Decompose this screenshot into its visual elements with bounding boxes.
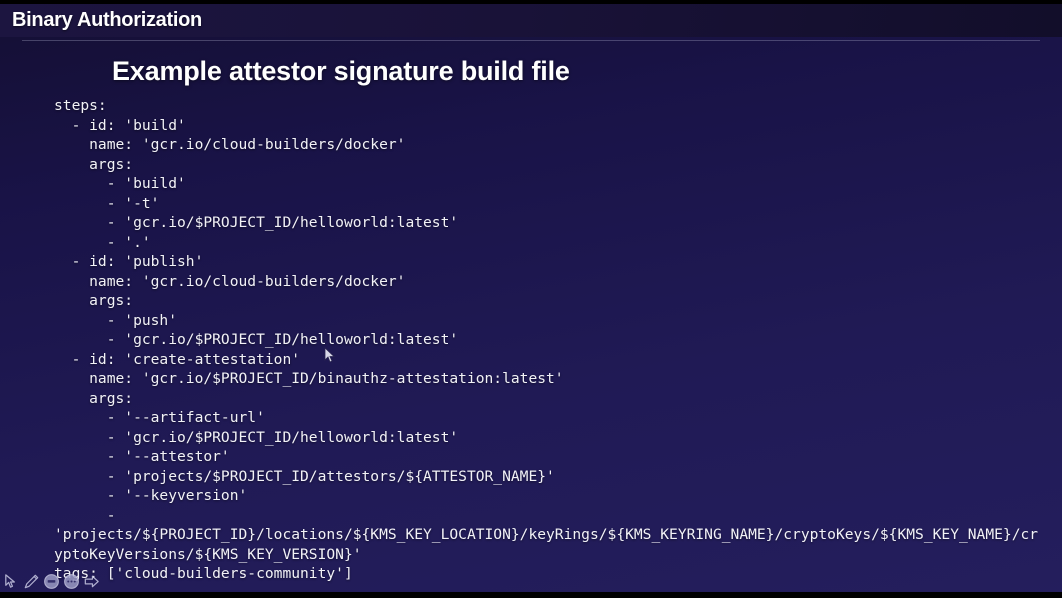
code-line: - id: 'publish' bbox=[54, 253, 204, 270]
presentation-toolbar[interactable] bbox=[2, 571, 101, 591]
code-line: - '--keyversion' bbox=[54, 487, 248, 504]
code-line: - 'projects/$PROJECT_ID/attestors/${ATTE… bbox=[54, 467, 555, 485]
code-line: - 'gcr.io/$PROJECT_ID/helloworld:latest' bbox=[54, 331, 459, 348]
code-line: - 'push' bbox=[54, 311, 178, 329]
menu-icon[interactable] bbox=[62, 572, 81, 591]
code-line: args: bbox=[54, 389, 134, 407]
slide-title: Example attestor signature build file bbox=[112, 56, 570, 86]
previous-slide-icon[interactable] bbox=[42, 572, 61, 591]
pointer-icon[interactable] bbox=[2, 572, 21, 591]
code-line: - 'gcr.io/$PROJECT_ID/helloworld:latest' bbox=[54, 214, 459, 231]
letterbox-bar-top bbox=[0, 0, 1062, 4]
code-line: - '--artifact-url' bbox=[54, 409, 265, 426]
code-line: name: 'gcr.io/$PROJECT_ID/binauthz-attes… bbox=[54, 370, 564, 387]
code-line: - id: 'build' bbox=[54, 116, 186, 134]
header-divider bbox=[22, 40, 1040, 41]
code-block: steps: - id: 'build' name: 'gcr.io/cloud… bbox=[54, 96, 1039, 584]
slide-header-band: Binary Authorization bbox=[0, 4, 1062, 37]
code-line: name: 'gcr.io/cloud-builders/docker' bbox=[54, 136, 406, 153]
code-line: - id: 'create-attestation' bbox=[54, 350, 301, 368]
code-line: args: bbox=[54, 155, 134, 173]
code-line: - '.' bbox=[54, 233, 151, 251]
code-line: - 'build' bbox=[54, 175, 186, 192]
code-line: steps: bbox=[54, 97, 107, 114]
header-title: Binary Authorization bbox=[12, 9, 202, 31]
code-line: - bbox=[54, 506, 116, 524]
code-line: 'projects/${PROJECT_ID}/locations/${KMS_… bbox=[54, 526, 1039, 563]
code-line: - '-t' bbox=[54, 194, 160, 212]
next-slide-icon[interactable] bbox=[82, 572, 101, 591]
letterbox-bar-bottom bbox=[0, 592, 1062, 598]
code-line: args: bbox=[54, 292, 134, 309]
code-line: name: 'gcr.io/cloud-builders/docker' bbox=[54, 272, 406, 290]
code-line: - 'gcr.io/$PROJECT_ID/helloworld:latest' bbox=[54, 428, 459, 446]
code-line: tags: ['cloud-builders-community'] bbox=[54, 565, 353, 582]
pen-icon[interactable] bbox=[22, 572, 41, 591]
code-line: - '--attestor' bbox=[54, 448, 230, 465]
